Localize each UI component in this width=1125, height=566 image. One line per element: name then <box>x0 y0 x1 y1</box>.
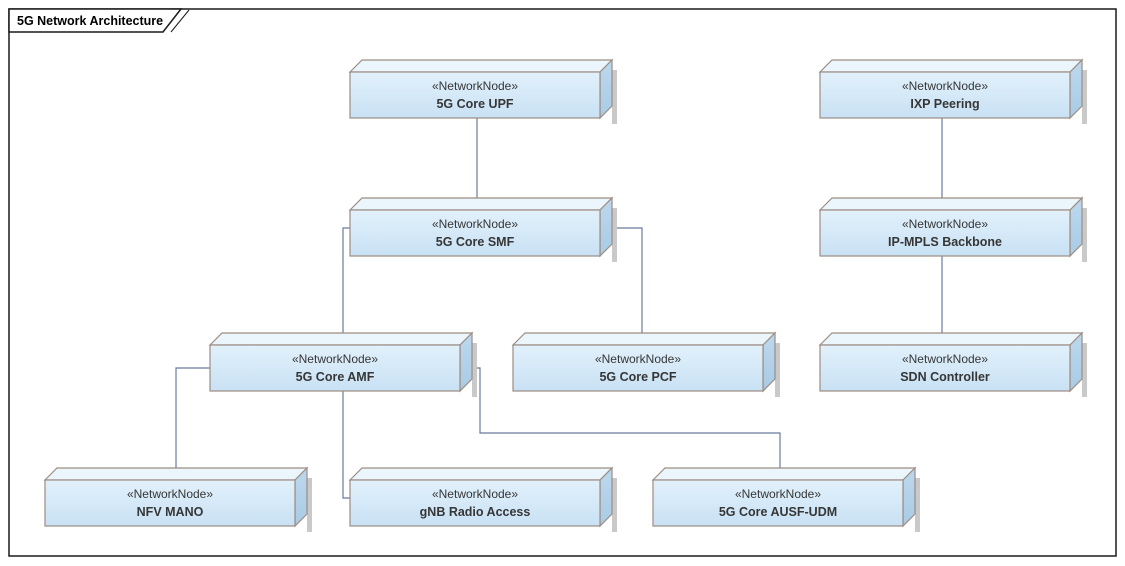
node-shadow <box>612 478 617 532</box>
node-5g-core-ausf-udm[interactable]: «NetworkNode» 5G Core AUSF-UDM <box>651 466 920 532</box>
node-top-face <box>348 59 614 73</box>
node-ip-mpls-backbone[interactable]: «NetworkNode» IP-MPLS Backbone <box>818 196 1087 262</box>
node-front-face <box>652 479 904 527</box>
node-shadow <box>612 208 617 262</box>
diagram-title: 5G Network Architecture <box>17 14 163 28</box>
node-name: IP-MPLS Backbone <box>888 235 1002 249</box>
node-top-face <box>43 467 309 481</box>
node-stereotype: «NetworkNode» <box>902 79 988 93</box>
node-front-face <box>349 479 601 527</box>
node-front-face <box>44 479 296 527</box>
node-name: 5G Core PCF <box>599 370 676 384</box>
node-name: NFV MANO <box>137 505 204 519</box>
node-top-face <box>818 59 1084 73</box>
node-front-face <box>512 344 764 392</box>
node-top-face <box>651 467 917 481</box>
node-front-face <box>819 71 1071 119</box>
node-name: IXP Peering <box>910 97 979 111</box>
node-shadow <box>1082 343 1087 397</box>
node-front-face <box>349 71 601 119</box>
node-front-face <box>209 344 461 392</box>
node-name: gNB Radio Access <box>420 505 531 519</box>
node-5g-core-smf[interactable]: «NetworkNode» 5G Core SMF <box>348 196 617 262</box>
node-stereotype: «NetworkNode» <box>902 217 988 231</box>
node-front-face <box>819 209 1071 257</box>
node-top-face <box>208 332 474 346</box>
node-stereotype: «NetworkNode» <box>902 352 988 366</box>
node-top-face <box>511 332 777 346</box>
node-stereotype: «NetworkNode» <box>432 79 518 93</box>
node-nfv-mano[interactable]: «NetworkNode» NFV MANO <box>43 466 312 532</box>
diagram-title-tab <box>8 8 183 33</box>
node-gnb-radio-access[interactable]: «NetworkNode» gNB Radio Access <box>348 466 617 532</box>
node-stereotype: «NetworkNode» <box>595 352 681 366</box>
node-5g-core-upf[interactable]: «NetworkNode» 5G Core UPF <box>348 58 617 124</box>
node-5g-core-amf[interactable]: «NetworkNode» 5G Core AMF <box>208 331 477 397</box>
node-name: 5G Core UPF <box>436 97 513 111</box>
node-shadow <box>612 70 617 124</box>
nodes-layer: «NetworkNode» 5G Core UPF «NetworkNode» IXP… <box>43 58 1087 532</box>
node-top-face <box>348 197 614 211</box>
node-shadow <box>1082 70 1087 124</box>
node-name: 5G Core SMF <box>436 235 515 249</box>
node-name: 5G Core AMF <box>296 370 375 384</box>
node-shadow <box>775 343 780 397</box>
node-stereotype: «NetworkNode» <box>127 487 213 501</box>
node-stereotype: «NetworkNode» <box>735 487 821 501</box>
node-shadow <box>307 478 312 532</box>
node-top-face <box>348 467 614 481</box>
node-5g-core-pcf[interactable]: «NetworkNode» 5G Core PCF <box>511 331 780 397</box>
diagram-frame <box>8 8 1117 557</box>
connector[interactable] <box>472 367 781 468</box>
node-shadow <box>472 343 477 397</box>
node-stereotype: «NetworkNode» <box>292 352 378 366</box>
node-ixp-peering[interactable]: «NetworkNode» IXP Peering <box>818 58 1087 124</box>
node-stereotype: «NetworkNode» <box>432 487 518 501</box>
node-front-face <box>349 209 601 257</box>
node-front-face <box>819 344 1071 392</box>
node-shadow <box>915 478 920 532</box>
node-stereotype: «NetworkNode» <box>432 217 518 231</box>
node-top-face <box>818 197 1084 211</box>
node-name: 5G Core AUSF-UDM <box>719 505 837 519</box>
connector[interactable] <box>342 227 350 333</box>
diagram-title-tab-accent <box>170 9 190 33</box>
connector[interactable] <box>342 391 350 499</box>
connector[interactable] <box>175 367 210 468</box>
node-shadow <box>1082 208 1087 262</box>
node-sdn-controller[interactable]: «NetworkNode» SDN Controller <box>818 331 1087 397</box>
node-top-face <box>818 332 1084 346</box>
connectors-layer <box>175 118 943 499</box>
connector[interactable] <box>612 227 643 333</box>
node-name: SDN Controller <box>900 370 990 384</box>
